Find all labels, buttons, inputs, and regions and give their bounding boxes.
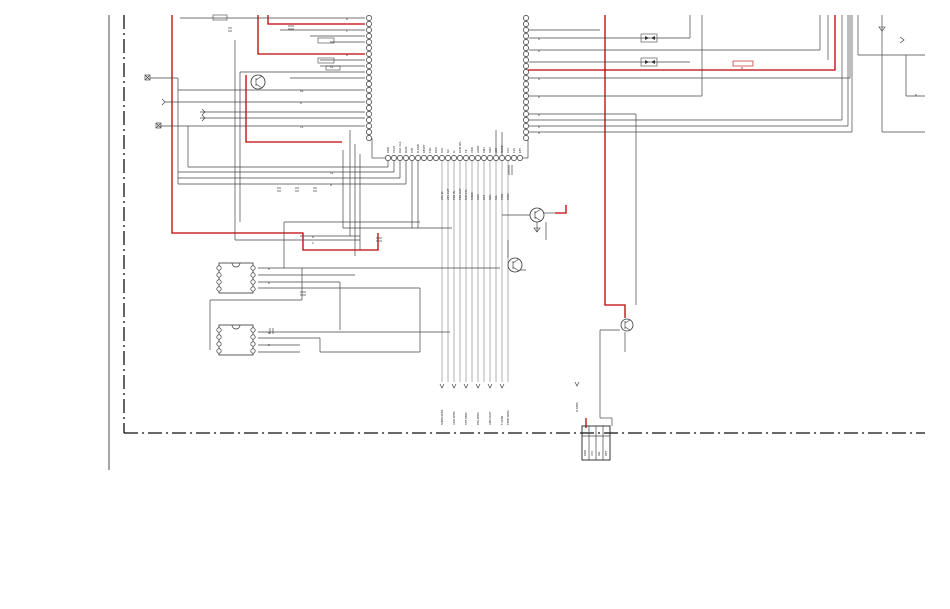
pin-label: GND [386, 147, 390, 153]
pin-label: STB [410, 148, 414, 153]
part-label: R [538, 95, 540, 99]
transistor-q1 [250, 74, 266, 90]
part-label: R [915, 93, 917, 97]
bus-label: RST [482, 195, 486, 200]
part-label: R [268, 281, 270, 285]
connector-pin-label: DET [604, 450, 608, 456]
pin-label: TXD [428, 148, 432, 153]
pin-label: CE [464, 149, 468, 153]
part-label: R1 [330, 65, 334, 69]
part-label: R [330, 183, 332, 187]
bus-label: 2SS IN [440, 191, 444, 200]
bus-label: STB2 [506, 193, 510, 200]
connector-cn1: GND VCC SIG DET [581, 417, 613, 461]
part-label: R [300, 101, 302, 105]
part-label: C1 [300, 125, 304, 129]
pin-label: DATA [404, 146, 408, 153]
part-label: R [538, 77, 540, 81]
bus-label: TSD OUT [458, 188, 462, 200]
part-label: R [538, 37, 540, 41]
bus-label: STB1 [500, 193, 504, 200]
board-outline [123, 15, 925, 434]
pin-label: RXD [434, 147, 438, 153]
part-label: R [268, 331, 270, 335]
bottom-ic-pins [371, 138, 529, 161]
pin-label: ROM SEL [458, 141, 462, 153]
connector-pin-label: GND [583, 450, 587, 456]
output-label: TEMP-SENS [506, 410, 510, 425]
left-components [212, 14, 382, 334]
pin-label: DAC CLK [398, 141, 402, 153]
pin-label: SI [452, 150, 456, 153]
pin-label: VOUT [392, 145, 396, 153]
pin-label: SO [446, 149, 450, 153]
connector-pin-label: SIG [597, 452, 601, 456]
pin-label: SCK [440, 148, 444, 153]
right-wiring [508, 15, 925, 305]
part-label: R [538, 131, 540, 135]
bus-label: SCL [494, 195, 498, 200]
input-terminals [144, 74, 206, 129]
output-label: D-SENS [575, 402, 579, 412]
output-label: F-SENS [500, 415, 504, 425]
ic-u2 [216, 324, 256, 356]
output-label: VDD-SENS [452, 411, 456, 425]
transistor-q4 [599, 318, 634, 418]
power-traces [171, 15, 836, 428]
pin-label: SW2 [488, 147, 492, 153]
output-label: SHDN-SENS [440, 409, 444, 425]
bus-label: 2SS OUT [446, 188, 450, 200]
part-label: R [268, 267, 270, 271]
signal-bus [441, 130, 509, 382]
ic-u1 [216, 262, 256, 294]
part-label: R [346, 53, 348, 57]
part-label: R [741, 66, 743, 70]
part-label: R [268, 343, 270, 347]
part-label: C2 [330, 171, 334, 175]
pin-label: KEY [518, 148, 522, 153]
part-label: R [538, 113, 540, 117]
left-part-labels: R C R R1 R2 R C1 C2 R R C R R R R R R R … [268, 17, 917, 347]
mid-pin-labels: GND VOUT DAC CLK DATA STB D.GND RESET TX… [386, 141, 522, 153]
pin-label: CLK [512, 148, 516, 153]
bus-label: SDA [488, 194, 492, 200]
part-label: R [538, 49, 540, 53]
output-label: AMP-PROT [488, 411, 492, 425]
part-label: C [312, 241, 314, 245]
pin-label: D.GND [416, 144, 420, 153]
connector-pin-label: VCC [590, 450, 594, 456]
output-label: STB-SENS [464, 412, 468, 425]
bus-label: FAN CTL [464, 189, 468, 200]
pin-label: RESET [422, 144, 426, 153]
part-label: R [538, 125, 540, 129]
transistor-q2 [502, 207, 555, 240]
part-label: R [312, 235, 314, 239]
bus-label: PON [476, 194, 480, 200]
part-label: R [346, 17, 348, 21]
bus-label: SHDN [470, 192, 474, 200]
pin-label: SW1 [482, 147, 486, 153]
transistor-q3 [507, 240, 526, 273]
bus-label: TSD IN [452, 191, 456, 200]
left-wiring [150, 17, 500, 353]
left-ic-pins [366, 15, 372, 141]
pin-label: VDD [470, 147, 474, 153]
right-ic-pins [523, 15, 529, 141]
pin-label: VCC [506, 147, 510, 153]
output-label: PSR-SENS [476, 412, 480, 425]
bottom-output-labels: SHDN-SENS VDD-SENS STB-SENS PSR-SENS AMP… [439, 381, 580, 425]
part-label: R2 [300, 89, 304, 93]
part-label: C [346, 29, 348, 33]
bus-labels: 2SS IN 2SS OUT TSD IN TSD OUT FAN CTL SH… [440, 188, 510, 200]
pin-label: AVDD [476, 146, 480, 153]
